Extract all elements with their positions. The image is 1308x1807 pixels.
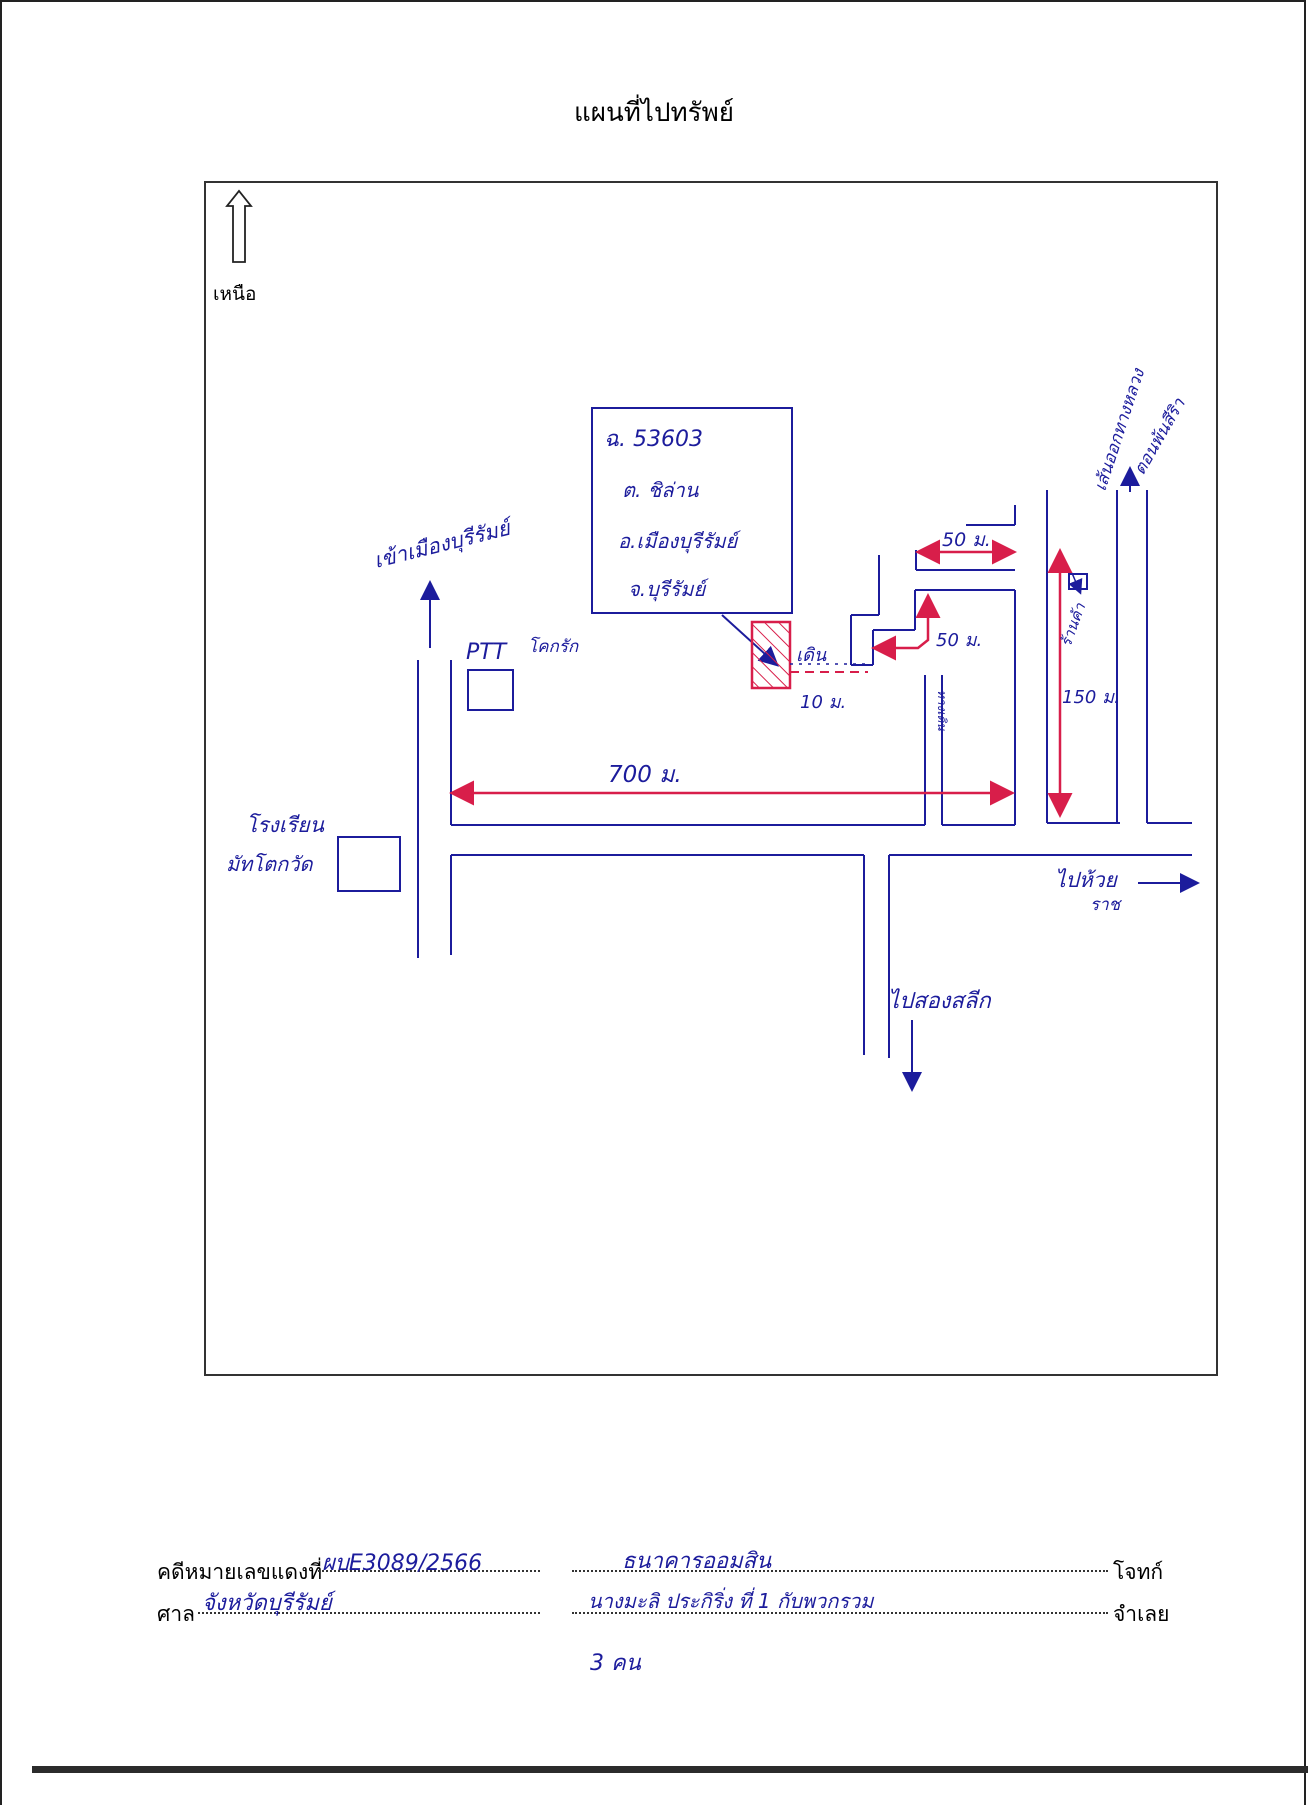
plaintiff-line bbox=[572, 1570, 1108, 1572]
school-box bbox=[337, 836, 401, 892]
shop-label: ร้านค้า bbox=[1057, 600, 1090, 649]
distance-10-label: 10 ม. bbox=[800, 692, 846, 713]
shop-box bbox=[1068, 573, 1088, 590]
distance-50-route-arrow bbox=[871, 593, 941, 661]
distance-50-route-label: 50 ม. bbox=[936, 630, 982, 651]
ptt-extra-label: โคกรัก bbox=[528, 636, 579, 657]
distance-50-top-label: 50 ม. bbox=[942, 529, 991, 551]
defendant-label: จำเลย bbox=[1113, 1602, 1170, 1626]
north-arrow-icon bbox=[225, 189, 253, 263]
lane-label: ทางเดิน bbox=[935, 690, 949, 731]
defendant-value: นางมะลิ ประกิริ่ง ที่ 1 กับพวกรวม bbox=[588, 1589, 874, 1613]
page-title: แผนที่ไปทรัพย์ bbox=[574, 98, 734, 128]
north-label: เหนือ bbox=[213, 283, 256, 305]
court-line bbox=[198, 1612, 540, 1614]
bottom-rule bbox=[32, 1766, 1308, 1773]
plaintiff-label: โจทก์ bbox=[1113, 1560, 1164, 1584]
case-number-label: คดีหมายเลขแดงที่ bbox=[157, 1560, 323, 1584]
defendant-count: 3 คน bbox=[590, 1651, 641, 1676]
map-frame bbox=[204, 181, 1218, 1376]
plot-label-box: ฉ. 53603 ต. ชิล่าน อ.เมืองบุรีรัมย์ จ.บุ… bbox=[591, 407, 793, 614]
school-label: โรงเรียน bbox=[246, 813, 325, 837]
walk-label: เดิน bbox=[796, 645, 827, 666]
plot-deed-number: ฉ. 53603 bbox=[604, 427, 703, 452]
case-number-line bbox=[318, 1570, 540, 1572]
court-value: จังหวัดบุรีรัมย์ bbox=[202, 1591, 332, 1616]
to-south-label: ไปสองสลีก bbox=[888, 988, 992, 1014]
to-east-label-2: ราช bbox=[1090, 895, 1123, 915]
property-parcel bbox=[750, 620, 792, 690]
distance-150-label: 150 ม. bbox=[1062, 687, 1120, 708]
ptt-label: PTT bbox=[466, 640, 508, 665]
defendant-line bbox=[572, 1612, 1108, 1614]
case-number-value: ผบE3089/2566 bbox=[322, 1551, 483, 1576]
roads bbox=[417, 490, 1192, 1058]
to-east-label: ไปห้วย bbox=[1055, 868, 1119, 892]
ptt-station-box bbox=[467, 669, 514, 711]
plot-subdistrict: ต. ชิล่าน bbox=[622, 478, 700, 502]
plaintiff-value: ธนาคารออมสิน bbox=[622, 1549, 772, 1574]
exit-note-label-2: ตอนพ้นสีริา bbox=[1130, 395, 1190, 479]
plot-province: จ.บุรีรัมย์ bbox=[628, 577, 709, 602]
to-city-label: เข้าเมืองบุรีรัมย์ bbox=[371, 515, 516, 574]
plot-district: อ.เมืองบุรีรัมย์ bbox=[618, 529, 741, 554]
distance-700-label: 700 ม. bbox=[608, 762, 682, 788]
school-name-label: มัทโตกวัด bbox=[226, 852, 313, 876]
court-label: ศาล bbox=[157, 1602, 195, 1626]
